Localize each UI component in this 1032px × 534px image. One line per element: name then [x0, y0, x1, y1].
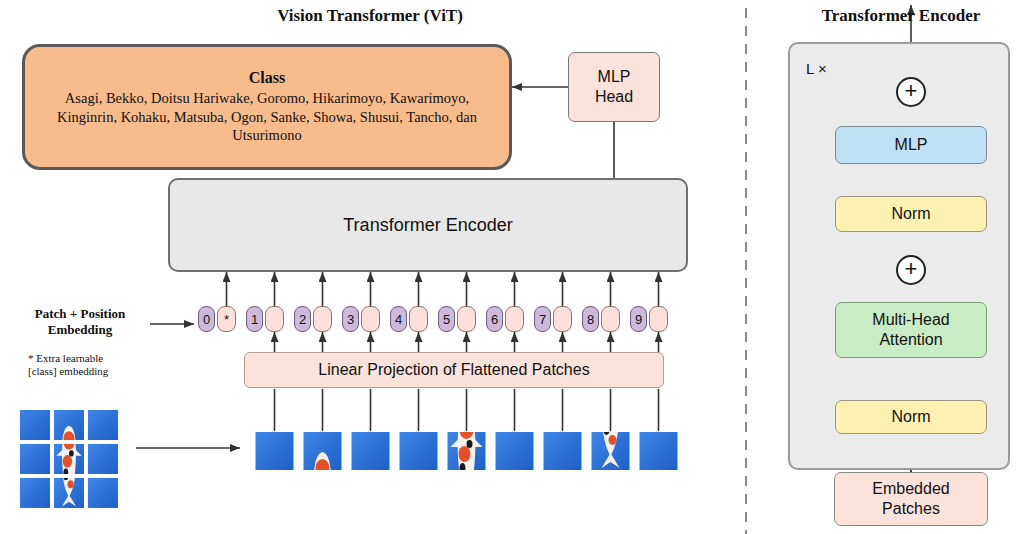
connector-arrow: [322, 272, 324, 306]
embedded-patches-box: Embedded Patches: [834, 472, 988, 526]
connector-arrow: [466, 332, 468, 352]
patch-pill: [409, 306, 428, 332]
encoder-block-panel: Transformer EncoderL ×+MLPNorm+Multi-Hea…: [788, 42, 1010, 470]
position-pill: 7: [534, 306, 551, 332]
connector-arrow: [370, 272, 372, 306]
position-number: 6: [491, 312, 498, 327]
connector-arrow: [610, 332, 612, 352]
position-pill: 3: [342, 306, 359, 332]
box-label: Norm: [891, 408, 930, 426]
position-pill: 4: [390, 306, 407, 332]
panel-divider: [745, 8, 747, 534]
position-number: 5: [443, 312, 450, 327]
patch-links: [275, 389, 659, 431]
box-label: +: [905, 258, 918, 280]
patch-pill: [505, 306, 524, 332]
box-label: +: [905, 80, 918, 102]
connector-arrow: [322, 332, 324, 352]
token-embedding: 6: [486, 306, 524, 332]
position-pill: 1: [246, 306, 263, 332]
connector-arrow: [466, 272, 468, 306]
connector-arrow: [418, 332, 420, 352]
image-patches: [256, 376, 678, 534]
patch-pill: [649, 306, 668, 332]
patch-pill: [553, 306, 572, 332]
position-number: 4: [395, 312, 402, 327]
connector-arrow: [418, 272, 420, 306]
panel-heading: Transformer Encoder: [760, 6, 1032, 26]
mlp-box: MLP: [835, 126, 987, 164]
attention-box: Multi-Head Attention: [835, 302, 987, 358]
position-pill: 8: [582, 306, 599, 332]
connector-arrow: [610, 272, 612, 306]
connector-arrow: [562, 272, 564, 306]
patch-pill: [265, 306, 284, 332]
projection-box: Linear Projection of Flattened Patches: [244, 352, 664, 388]
patch-pill: *: [217, 306, 236, 332]
position-number: 3: [347, 312, 354, 327]
connector-arrow: [658, 332, 660, 352]
position-pill: 9: [630, 306, 647, 332]
connector-arrow: [514, 272, 516, 306]
connector-arrow: [512, 86, 568, 88]
box-label: Linear Projection of Flattened Patches: [318, 361, 589, 379]
repeat-count: L ×: [806, 60, 827, 77]
position-number: 2: [299, 312, 306, 327]
token-embedding: 2: [294, 306, 332, 332]
token-embedding: 7: [534, 306, 572, 332]
diagram-title: Vision Transformer (ViT): [170, 6, 570, 26]
box-label: MLP Head: [581, 67, 647, 107]
position-number: 0: [203, 312, 210, 327]
class-names: Asagi, Bekko, Doitsu Hariwake, Goromo, H…: [37, 89, 497, 146]
patch-pill: [457, 306, 476, 332]
box-label: MLP: [895, 136, 928, 154]
class-list-box: ClassAsagi, Bekko, Doitsu Hariwake, Goro…: [22, 44, 512, 170]
patch-pill: [313, 306, 332, 332]
norm-box: Norm: [835, 400, 987, 434]
connector-arrow: [613, 122, 615, 178]
patch-pill: [601, 306, 620, 332]
patch-pill: [361, 306, 380, 332]
position-pill: 2: [294, 306, 311, 332]
flatten-arrow: [136, 447, 240, 449]
connector-arrow: [562, 332, 564, 352]
token-embedding: 9: [630, 306, 668, 332]
class-token-mark: *: [224, 312, 229, 327]
connector-arrow: [658, 272, 660, 306]
connector-arrow: [226, 272, 228, 306]
position-pill: 6: [486, 306, 503, 332]
connector-arrow: [370, 332, 372, 352]
box-label: Embedded Patches: [849, 479, 973, 519]
box-label: Norm: [891, 205, 930, 223]
footnote-text: * Extra learnable [class] embedding: [28, 352, 132, 378]
position-number: 1: [251, 312, 258, 327]
token-embedding: 0*: [198, 306, 236, 332]
connector-arrow: [274, 272, 276, 306]
token-embedding: 4: [390, 306, 428, 332]
leader-arrow: [150, 323, 194, 325]
box-label: Transformer Encoder: [343, 215, 512, 236]
box-label: Multi-Head Attention: [840, 310, 982, 350]
embedding-caption: Patch + Position Embedding: [14, 306, 146, 337]
add-circle: +: [896, 77, 926, 107]
add-circle: +: [896, 255, 926, 285]
position-number: 8: [587, 312, 594, 327]
input-image-grid: [20, 410, 118, 508]
mlp-head-box: MLP Head: [568, 52, 660, 122]
token-embedding: 8: [582, 306, 620, 332]
position-number: 9: [635, 312, 642, 327]
token-embedding: 1: [246, 306, 284, 332]
connector-arrow: [274, 332, 276, 352]
connector-arrow: [514, 332, 516, 352]
norm-box: Norm: [835, 196, 987, 232]
position-pill: 0: [198, 306, 215, 332]
transformer-encoder-box: Transformer Encoder: [168, 178, 688, 272]
position-number: 7: [539, 312, 546, 327]
token-embedding: 5: [438, 306, 476, 332]
position-pill: 5: [438, 306, 455, 332]
token-embedding: 3: [342, 306, 380, 332]
class-heading: Class: [249, 69, 285, 87]
